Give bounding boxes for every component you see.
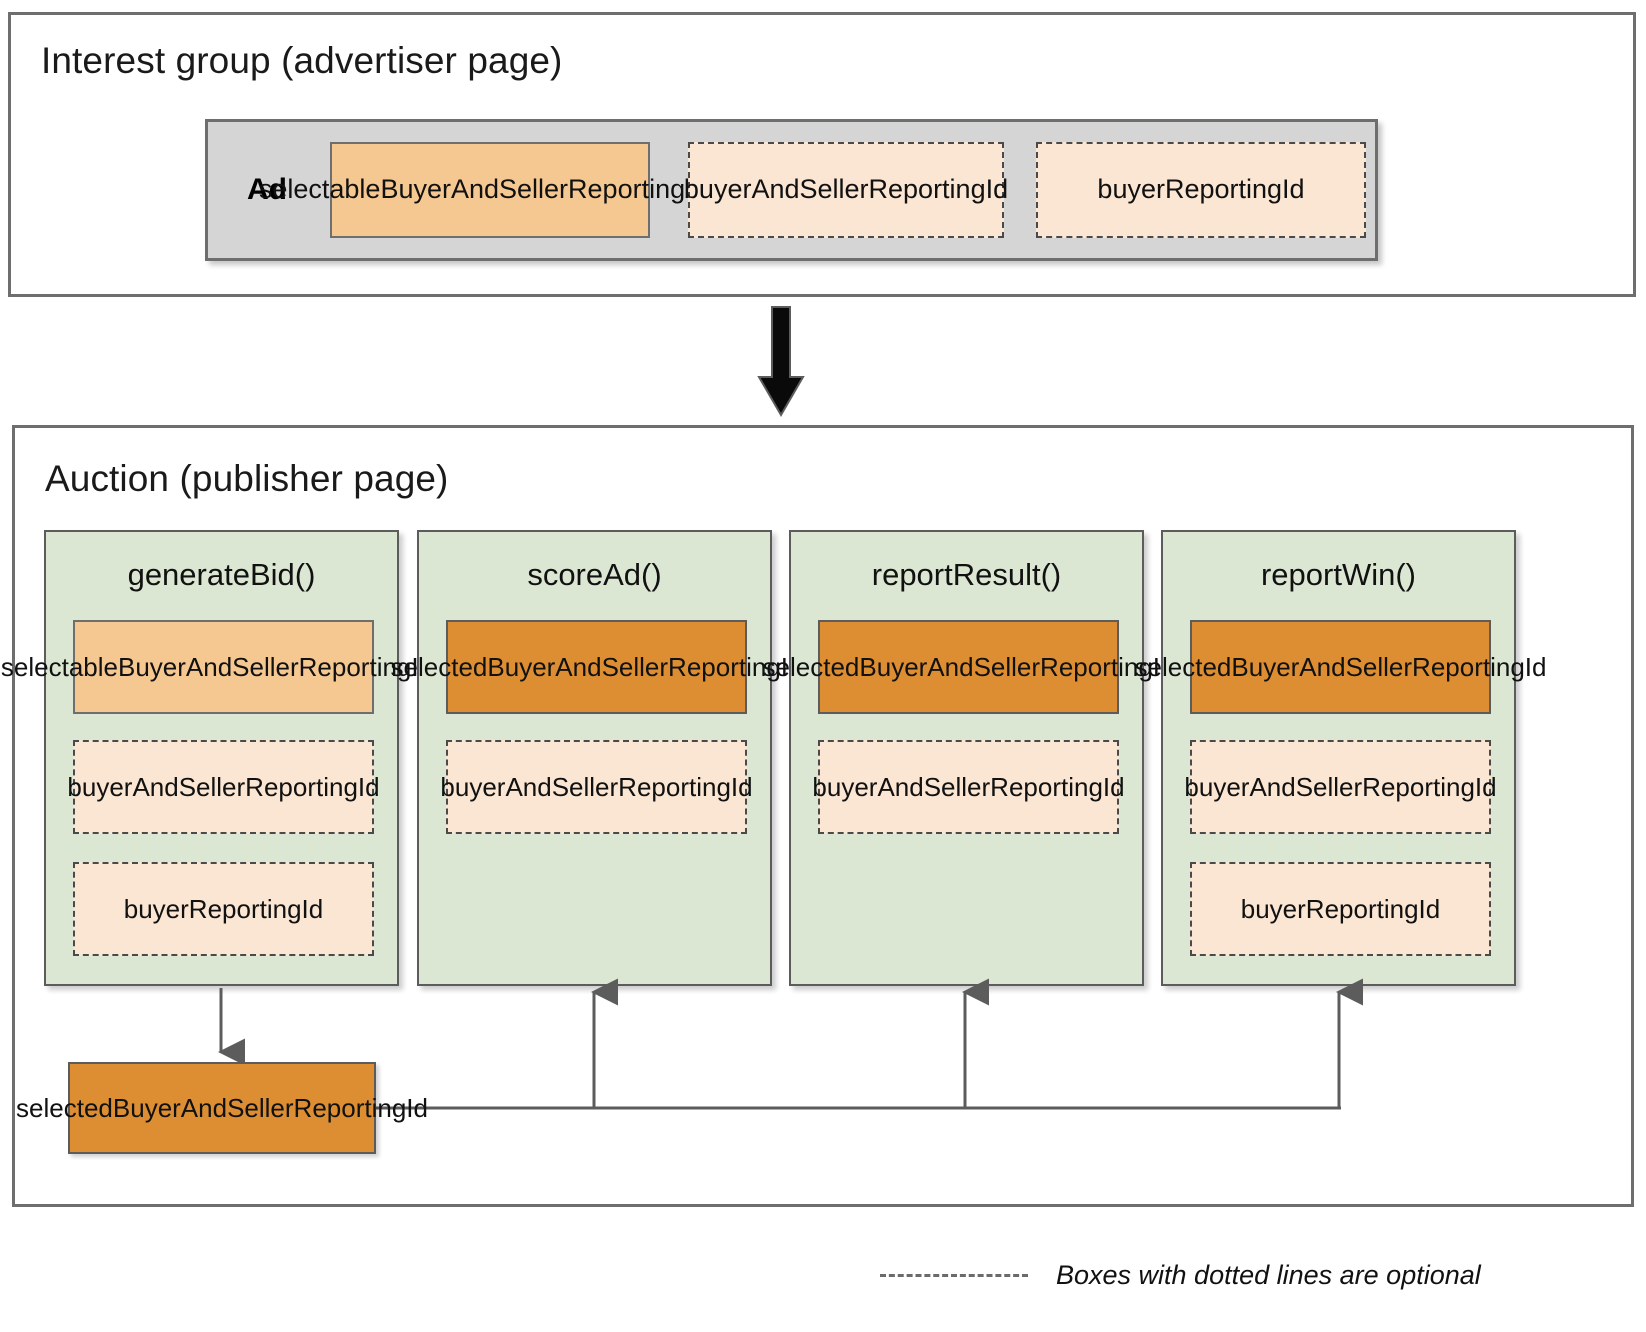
ad-container: Ad selectableBuyerAndSellerReportingIds … (205, 119, 1378, 261)
interest-group-section: Interest group (advertiser page) Ad sele… (8, 12, 1636, 297)
ad-chip-buyer-reporting-id: buyerReportingId (1036, 142, 1366, 238)
generate-bid-chip-buyer-and-seller-reporting-id: buyerAndSellerReportingId (67, 740, 380, 834)
function-column-report-win: reportWin() selectedBuyerAndSellerReport… (1135, 530, 1546, 986)
function-column-score-ad: scoreAd() selectedBuyerAndSellerReportin… (391, 530, 802, 986)
function-title-score-ad: scoreAd() (527, 557, 662, 592)
report-win-chip-buyer-reporting-id: buyerReportingId (1190, 862, 1491, 956)
legend-text: Boxes with dotted lines are optional (1056, 1260, 1481, 1290)
legend: Boxes with dotted lines are optional (880, 1260, 1481, 1291)
report-result-chip-buyer-and-seller-reporting-id: buyerAndSellerReportingId (812, 740, 1125, 834)
ad-chip-buyer-and-seller-reporting-id: buyerAndSellerReportingId (684, 142, 1008, 238)
report-win-chip-selected-buyer-and-seller-reporting-id: selectedBuyerAndSellerReportingId (1135, 620, 1546, 714)
report-win-chip-buyer-and-seller-reporting-id: buyerAndSellerReportingId (1184, 740, 1497, 834)
function-column-generate-bid: generateBid() selectableBuyerAndSellerRe… (1, 530, 446, 986)
function-title-report-result: reportResult() (871, 557, 1062, 592)
score-ad-chip-selected-buyer-and-seller-reporting-id: selectedBuyerAndSellerReportingId (391, 620, 802, 714)
dashed-line-icon (880, 1274, 1028, 1277)
interest-group-title: Interest group (advertiser page) (41, 40, 563, 81)
function-column-report-result: reportResult() selectedBuyerAndSellerRep… (763, 530, 1174, 986)
ad-label: Ad (247, 173, 287, 206)
function-title-generate-bid: generateBid() (127, 557, 316, 592)
generate-bid-chip-buyer-reporting-id: buyerReportingId (73, 862, 374, 956)
auction-title: Auction (publisher page) (45, 458, 449, 499)
report-result-chip-selected-buyer-and-seller-reporting-id: selectedBuyerAndSellerReportingId (763, 620, 1174, 714)
output-selected-buyer-and-seller-reporting-id: selectedBuyerAndSellerReportingId (16, 1062, 428, 1154)
generate-bid-chip-selectable-buyer-and-seller-reporting-ids: selectableBuyerAndSellerReportingIds (1, 620, 446, 714)
function-title-report-win: reportWin() (1260, 557, 1416, 592)
ad-chip-selectable-buyer-and-seller-reporting-ids: selectableBuyerAndSellerReportingIds (259, 142, 721, 238)
arrow-down-icon (757, 306, 805, 417)
score-ad-chip-buyer-and-seller-reporting-id: buyerAndSellerReportingId (440, 740, 753, 834)
